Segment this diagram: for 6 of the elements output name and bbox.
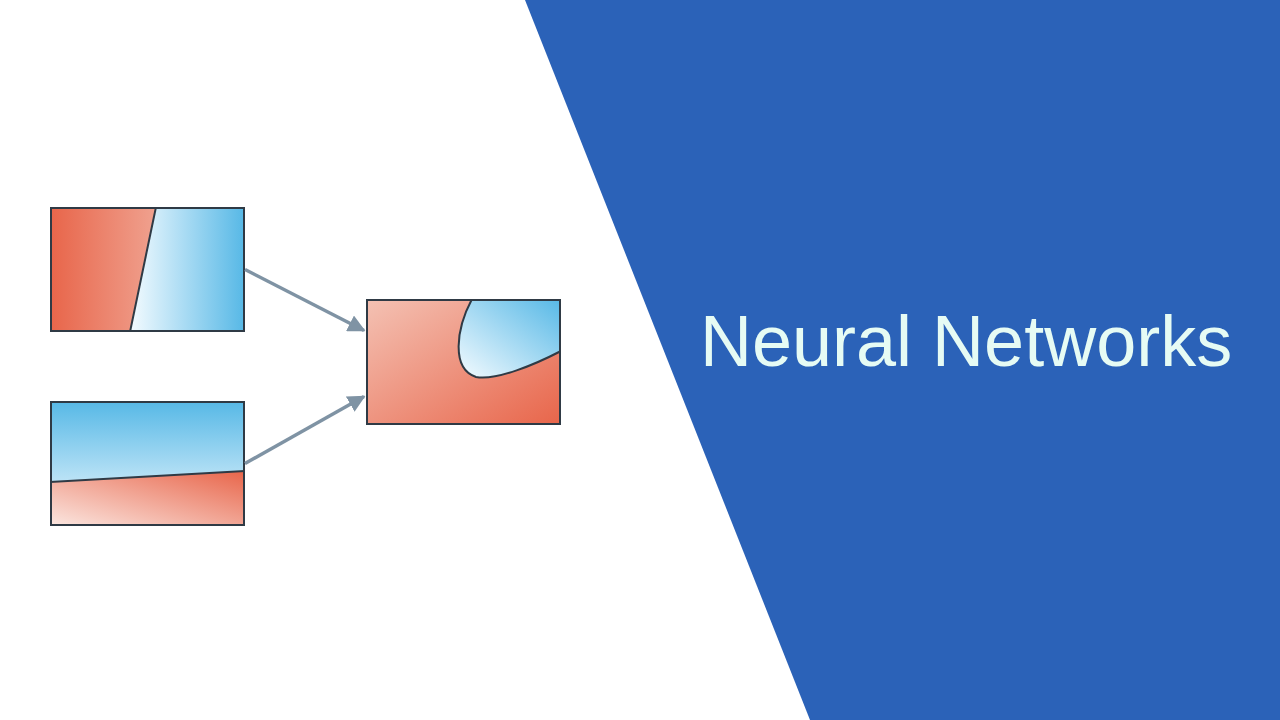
gradient-region-drawing: [50, 207, 245, 332]
title: Neural Networks: [700, 305, 1233, 377]
arrow: [244, 395, 366, 466]
arrow: [244, 267, 366, 333]
gradient-region-drawing: [366, 299, 561, 425]
gradient-region-drawing: [50, 401, 245, 526]
